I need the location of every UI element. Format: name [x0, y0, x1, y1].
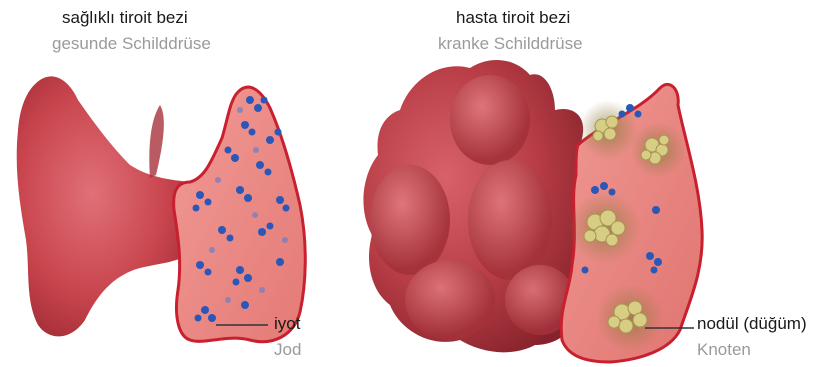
- iodine-label-german: Jod: [274, 340, 301, 360]
- healthy-thyroid-illustration: [0, 0, 330, 367]
- diseased-thyroid-illustration: [340, 0, 840, 367]
- iodine-label-turkish: iyot: [274, 314, 300, 334]
- nodule-label-turkish: nodül (düğüm): [697, 314, 807, 334]
- healthy-thyroid-panel: sağlıklı tiroit bezi gesunde Schilddrüse: [0, 0, 330, 367]
- healthy-cut-surface: [174, 87, 306, 342]
- nodule-label-german: Knoten: [697, 340, 751, 360]
- diseased-thyroid-panel: hasta tiroit bezi kranke Schilddrüse: [340, 0, 840, 367]
